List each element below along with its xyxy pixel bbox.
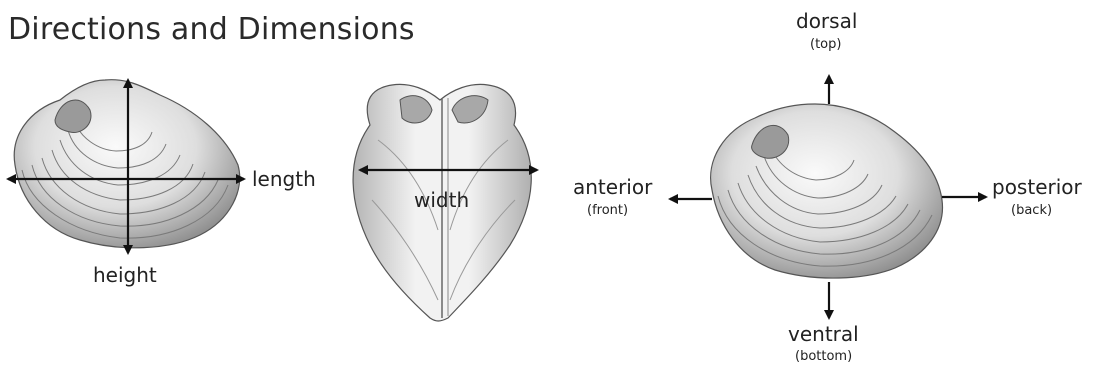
posterior-label: posterior	[992, 175, 1082, 199]
shell-side-view-right	[711, 104, 943, 278]
width-label: width	[414, 188, 469, 212]
ventral-label: ventral	[788, 322, 859, 346]
posterior-sublabel: (back)	[1011, 203, 1052, 218]
height-label: height	[93, 263, 157, 287]
dorsal-sublabel: (top)	[810, 37, 841, 52]
length-label: length	[252, 167, 316, 191]
dorsal-label: dorsal	[796, 9, 857, 33]
ventral-sublabel: (bottom)	[795, 349, 852, 364]
anterior-label: anterior	[573, 175, 652, 199]
anterior-sublabel: (front)	[587, 203, 628, 218]
